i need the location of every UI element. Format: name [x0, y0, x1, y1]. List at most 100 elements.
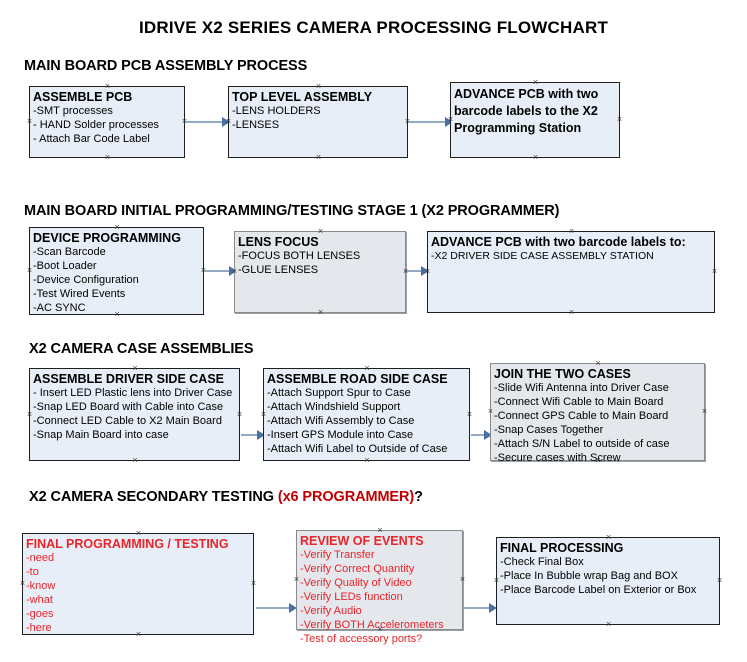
resize-handle-bottom[interactable]	[135, 631, 142, 638]
box-line: -Test Wired Events	[33, 288, 126, 300]
box-line: -Place Barcode Label on Exterior or Box	[500, 584, 697, 596]
resize-handle-right[interactable]	[711, 268, 718, 275]
box-title: FINAL PROCESSING	[500, 541, 624, 555]
resize-handle-left[interactable]	[26, 118, 33, 125]
box-line: -Device Configuration	[33, 274, 139, 286]
resize-handle-left[interactable]	[26, 411, 33, 418]
box-top-level-assembly[interactable]: TOP LEVEL ASSEMBLY -LENS HOLDERS -LENSES	[228, 86, 408, 158]
section-heading-main-board-initial-programming: MAIN BOARD INITIAL PROGRAMMING/TESTING S…	[24, 203, 560, 219]
resize-handle-bottom[interactable]	[568, 309, 575, 316]
resize-handle-right[interactable]	[716, 577, 723, 584]
box-line: -Attach Support Spur to Case	[267, 387, 411, 399]
box-line: -goes	[26, 608, 54, 620]
box-line: -Insert GPS Module into Case	[267, 429, 414, 441]
connector-arrow	[186, 121, 224, 123]
resize-handle-right[interactable]	[236, 411, 243, 418]
resize-handle-right[interactable]	[701, 408, 708, 415]
box-device-programming[interactable]: DEVICE PROGRAMMING -Scan Barcode -Boot L…	[29, 227, 204, 315]
resize-handle-top[interactable]	[364, 365, 371, 372]
box-line: -Connect Wifi Cable to Main Board	[494, 396, 664, 408]
box-line: -AC SYNC	[33, 302, 86, 314]
resize-handle-left[interactable]	[260, 411, 267, 418]
box-line: -Place In Bubble wrap Bag and BOX	[500, 570, 678, 582]
resize-handle-left[interactable]	[26, 267, 33, 274]
box-line: -Secure cases with Screw	[494, 452, 621, 464]
box-assemble-road-side-case[interactable]: ASSEMBLE ROAD SIDE CASE -Attach Support …	[263, 368, 470, 461]
arrowhead-icon	[489, 603, 497, 613]
resize-handle-top[interactable]	[317, 228, 324, 235]
connector-arrow	[205, 270, 232, 272]
box-line: -Verify Audio	[300, 605, 362, 617]
box-assemble-driver-side-case[interactable]: ASSEMBLE DRIVER SIDE CASE - Insert LED P…	[29, 368, 240, 461]
resize-handle-top[interactable]	[532, 79, 539, 86]
resize-handle-top[interactable]	[595, 360, 602, 367]
box-final-programming-testing[interactable]: FINAL PROGRAMMING / TESTING -need -to -k…	[22, 533, 254, 635]
resize-handle-top[interactable]	[605, 534, 612, 541]
box-line: -Verify BOTH Accelerometers	[300, 619, 444, 631]
resize-handle-bottom[interactable]	[364, 457, 371, 464]
box-join-the-two-cases[interactable]: JOIN THE TWO CASES -Slide Wifi Antenna i…	[487, 360, 708, 464]
box-line: -Snap Main Board into case	[33, 429, 169, 441]
resize-handle-bottom[interactable]	[377, 626, 384, 633]
section-heading-x2-camera-case-assemblies: X2 CAMERA CASE ASSEMBLIES	[29, 341, 254, 357]
resize-handle-top[interactable]	[104, 83, 111, 90]
resize-handle-bottom[interactable]	[605, 621, 612, 628]
box-title: ASSEMBLE DRIVER SIDE CASE	[33, 372, 225, 386]
box-lens-focus[interactable]: LENS FOCUS -FOCUS BOTH LENSES -GLUE LENS…	[234, 231, 406, 313]
box-line: -Attach Wifi Label to Outside of Case	[267, 443, 448, 455]
section-heading-text: X2 CAMERA SECONDARY TESTING	[29, 489, 278, 505]
resize-handle-top[interactable]	[135, 530, 142, 537]
resize-handle-bottom[interactable]	[104, 154, 111, 161]
box-line: -X2 DRIVER SIDE CASE ASSEMBLY STATION	[431, 250, 654, 262]
box-line: -Attach Windshield Support	[267, 401, 401, 413]
box-title: REVIEW OF EVENTS	[300, 534, 424, 548]
resize-handle-left[interactable]	[487, 408, 494, 415]
connector-arrow	[471, 434, 489, 436]
resize-handle-bottom[interactable]	[114, 311, 121, 318]
box-line: -Connect LED Cable to X2 Main Board	[33, 415, 222, 427]
resize-handle-left[interactable]	[231, 268, 238, 275]
box-line: -GLUE LENSES	[238, 264, 319, 276]
box-line: -Check Final Box	[500, 556, 584, 568]
box-line: -Connect GPS Cable to Main Board	[494, 410, 669, 422]
resize-handle-bottom[interactable]	[532, 154, 539, 161]
resize-handle-bottom[interactable]	[315, 154, 322, 161]
connector-arrow	[409, 121, 447, 123]
resize-handle-left[interactable]	[19, 580, 26, 587]
resize-handle-bottom[interactable]	[595, 457, 602, 464]
box-title: ADVANCE PCB with two barcode labels to:	[431, 235, 686, 249]
box-advance-pcb-to-x2-programming-station[interactable]: ADVANCE PCB with two barcode labels to t…	[450, 82, 620, 158]
box-line: -Attach S/N Label to outside of case	[494, 438, 670, 450]
box-title: ASSEMBLE ROAD SIDE CASE	[267, 372, 448, 386]
box-line: -Slide Wifi Antenna into Driver Case	[494, 382, 669, 394]
box-line: -need	[26, 552, 55, 564]
resize-handle-right[interactable]	[250, 580, 257, 587]
arrowhead-icon	[257, 430, 265, 440]
resize-handle-bottom[interactable]	[317, 309, 324, 316]
resize-handle-right[interactable]	[466, 411, 473, 418]
resize-handle-left[interactable]	[447, 116, 454, 123]
resize-handle-top[interactable]	[568, 228, 575, 235]
box-assemble-pcb[interactable]: ASSEMBLE PCB -SMT processes - HAND Solde…	[29, 86, 185, 158]
resize-handle-left[interactable]	[424, 268, 431, 275]
box-line: -Verify Correct Quantity	[300, 563, 415, 575]
box-title: DEVICE PROGRAMMING	[33, 231, 181, 245]
resize-handle-top[interactable]	[132, 365, 139, 372]
resize-handle-top[interactable]	[315, 83, 322, 90]
box-advance-pcb-to-driver-side-case-assembly[interactable]: ADVANCE PCB with two barcode labels to: …	[427, 231, 715, 313]
resize-handle-bottom[interactable]	[132, 457, 139, 464]
resize-handle-left[interactable]	[493, 577, 500, 584]
resize-handle-top[interactable]	[377, 527, 384, 534]
box-review-of-events[interactable]: REVIEW OF EVENTS -Verify Transfer -Verif…	[293, 527, 466, 645]
section-heading-question-mark: ?	[414, 489, 423, 505]
resize-handle-top[interactable]	[114, 224, 121, 231]
resize-handle-right[interactable]	[459, 576, 466, 583]
box-line: - Insert LED Plastic lens into Driver Ca…	[33, 387, 233, 399]
page-title: IDRIVE X2 SERIES CAMERA PROCESSING FLOWC…	[138, 18, 609, 37]
box-title: LENS FOCUS	[238, 235, 319, 249]
resize-handle-left[interactable]	[293, 576, 300, 583]
box-final-processing[interactable]: FINAL PROCESSING -Check Final Box -Place…	[496, 537, 720, 625]
resize-handle-left[interactable]	[225, 118, 232, 125]
resize-handle-right[interactable]	[616, 116, 623, 123]
